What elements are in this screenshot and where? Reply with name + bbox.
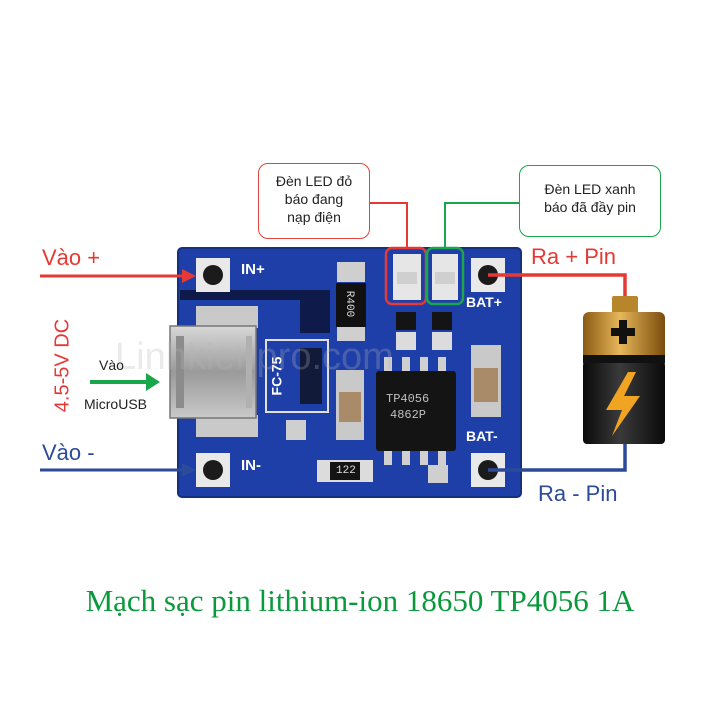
- label-output-minus: Ra - Pin: [538, 481, 618, 506]
- callout-green-line2: báo đã đầy pin: [544, 199, 636, 215]
- pcb-label-bat-minus: BAT-: [466, 428, 498, 444]
- callout-green-led: Đèn LED xanh báo đã đầy pin: [519, 165, 661, 237]
- output-minus-wire: [488, 442, 627, 472]
- tp4056-chip: [376, 357, 456, 465]
- green-led: [432, 254, 458, 300]
- label-voltage: 4.5-5V DC: [51, 318, 74, 413]
- chip-label-line2: 4862P: [390, 408, 427, 422]
- resistor-r400: [336, 283, 366, 327]
- resistor-label-122: 122: [336, 465, 356, 477]
- battery-icon: [583, 296, 665, 444]
- callout-green-line1: Đèn LED xanh: [544, 181, 636, 197]
- resistor-label-r400: R400: [343, 290, 356, 318]
- red-led: [393, 254, 421, 300]
- red-callout-leader: [370, 202, 408, 248]
- callout-red-led: Đèn LED đỏ báo đang nạp điện: [258, 163, 370, 239]
- label-micro-in: Vào: [99, 357, 124, 373]
- micro-usb-connector: [169, 306, 258, 437]
- callout-red-line1: Đèn LED đỏ: [275, 173, 353, 189]
- pad-in-plus: [196, 258, 230, 292]
- pcb-label-in-minus: IN-: [241, 457, 261, 474]
- label-output-plus: Ra + Pin: [531, 244, 616, 269]
- label-micro-usb: MicroUSB: [84, 396, 148, 412]
- label-input-minus: Vào -: [42, 440, 95, 465]
- chip-label-line1: TP4056: [386, 392, 430, 406]
- callout-red-line3: nạp điện: [287, 209, 341, 225]
- pad-in-minus: [196, 453, 230, 487]
- label-input-plus: Vào +: [42, 245, 101, 270]
- pcb-label-bat-plus: BAT+: [466, 294, 502, 310]
- caption: Mạch sạc pin lithium-ion 18650 TP4056 1A: [85, 583, 635, 618]
- diode-outline: [265, 339, 329, 413]
- watermark: Linhkienpro.com: [115, 336, 394, 378]
- green-callout-leader: [444, 202, 519, 248]
- pcb-dark-area: [180, 290, 330, 333]
- pcb-label-in-plus: IN+: [241, 261, 265, 278]
- callout-red-line2: báo đang: [284, 191, 344, 207]
